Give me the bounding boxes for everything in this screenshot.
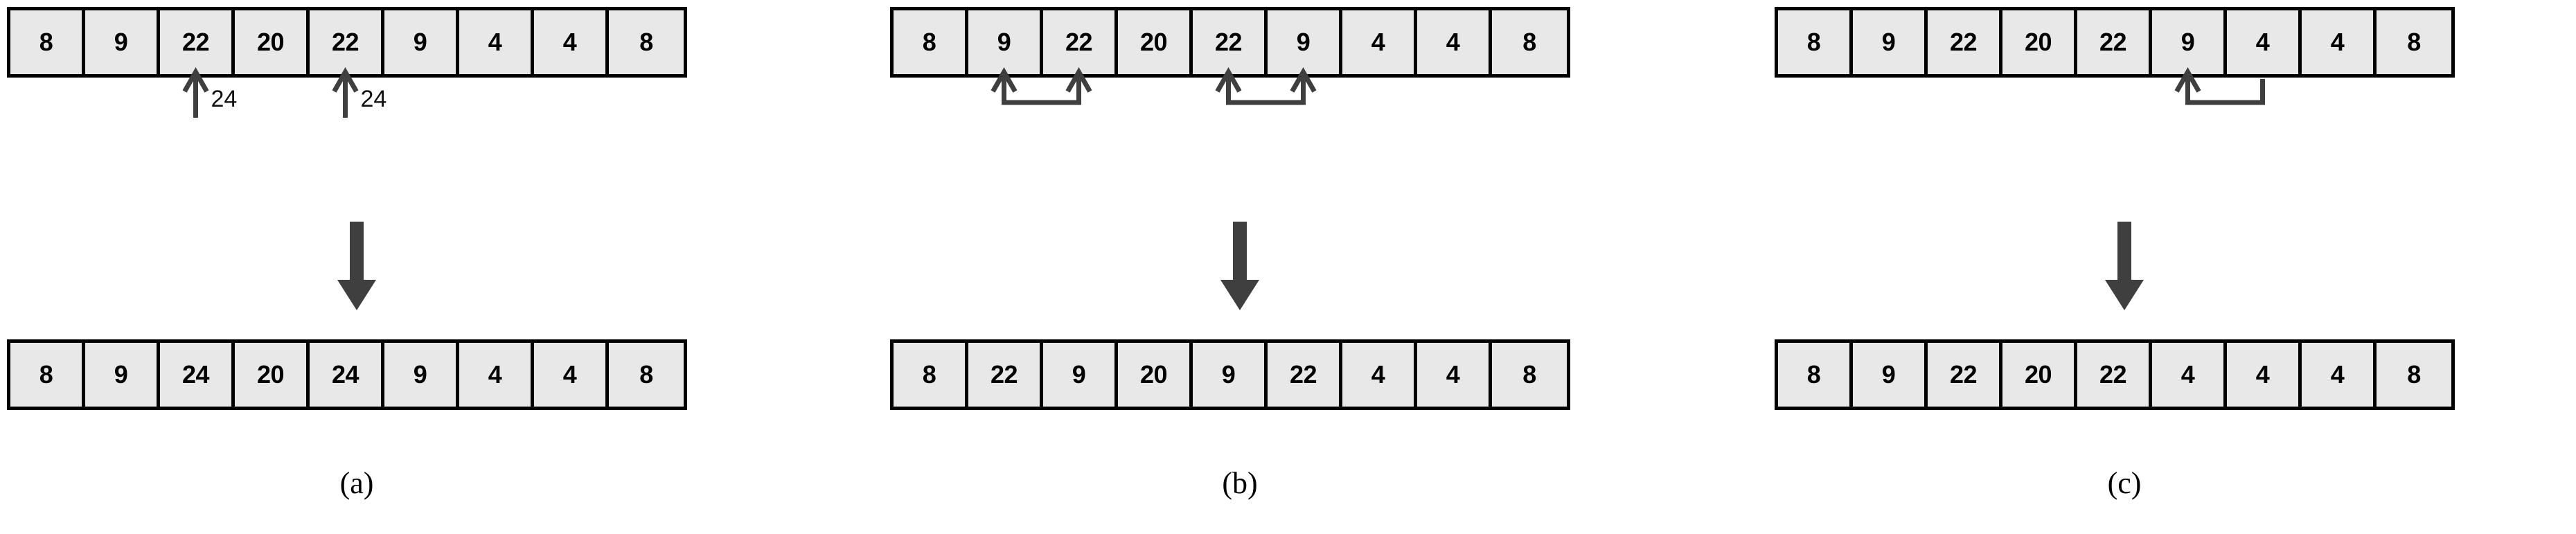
array-cell: 4: [534, 10, 609, 74]
array-cell: 22: [1043, 10, 1118, 74]
array-cell: 22: [968, 343, 1043, 407]
array-cell: 4: [2302, 10, 2377, 74]
array-cell: 4: [2152, 343, 2227, 407]
array-cell: 4: [1342, 10, 1417, 74]
array-cell: 8: [609, 343, 684, 407]
array-cell: 9: [1268, 10, 1342, 74]
array-cell: 9: [85, 10, 160, 74]
panel-caption-b: (b): [1222, 466, 1258, 500]
array-cell: 20: [1118, 343, 1193, 407]
array-cell: 22: [2077, 343, 2152, 407]
array-cell: 22: [1193, 10, 1268, 74]
array-cell: 20: [235, 343, 310, 407]
array-cell: 9: [1043, 343, 1118, 407]
array-cell: 8: [609, 10, 684, 74]
array-cell: 4: [2302, 343, 2377, 407]
array-cell: 8: [894, 10, 968, 74]
array-cell: 22: [2077, 10, 2152, 74]
array-cell: 8: [1778, 10, 1853, 74]
transition-arrow-b: [1219, 222, 1261, 312]
operation-markers-c: [1775, 66, 2502, 161]
array-cell: 24: [310, 343, 384, 407]
array-cell: 8: [2377, 10, 2451, 74]
operation-markers-a: 24 24: [7, 66, 734, 161]
transition-arrow-a: [336, 222, 377, 312]
array-cell: 24: [160, 343, 235, 407]
swap-bracket-line: [1002, 73, 1081, 105]
array-cell: 4: [1417, 10, 1492, 74]
panel-caption-c: (c): [2107, 466, 2142, 500]
array-cell: 4: [2227, 343, 2302, 407]
array-cell: 8: [1492, 10, 1567, 74]
array-cell: 9: [384, 10, 459, 74]
array-cell: 22: [1268, 343, 1342, 407]
array-cell: 4: [459, 343, 534, 407]
array-cell: 4: [459, 10, 534, 74]
operation-markers-b: [890, 66, 1617, 161]
array-cell: 9: [1853, 343, 1928, 407]
array-cell: 9: [2152, 10, 2227, 74]
array-cell: 9: [968, 10, 1043, 74]
increment-label: 24: [211, 86, 238, 112]
array-cell: 8: [2377, 343, 2451, 407]
array-cell: 8: [1492, 343, 1567, 407]
array-cell: 9: [384, 343, 459, 407]
increment-label: 24: [360, 86, 387, 112]
copy-bracket-line: [2185, 73, 2265, 105]
array-cell: 4: [1417, 343, 1492, 407]
array-cell: 20: [2002, 343, 2077, 407]
array-cell: 22: [310, 10, 384, 74]
array-cell: 4: [2227, 10, 2302, 74]
array-cell: 8: [1778, 343, 1853, 407]
array-cell: 20: [2002, 10, 2077, 74]
transition-arrow-c: [2104, 222, 2145, 312]
array-cell: 8: [894, 343, 968, 407]
array-cell: 22: [160, 10, 235, 74]
array-cell: 8: [10, 10, 85, 74]
array-cell: 4: [534, 343, 609, 407]
array-cell: 9: [85, 343, 160, 407]
array-cell: 4: [1342, 343, 1417, 407]
swap-bracket-line: [1226, 73, 1306, 105]
array-cell: 20: [235, 10, 310, 74]
array-cell: 22: [1928, 10, 2002, 74]
array-cell: 9: [1853, 10, 1928, 74]
array-cell: 20: [1118, 10, 1193, 74]
panel-caption-a: (a): [339, 466, 374, 500]
array-cell: 8: [10, 343, 85, 407]
array-cell: 22: [1928, 343, 2002, 407]
array-cell: 9: [1193, 343, 1268, 407]
